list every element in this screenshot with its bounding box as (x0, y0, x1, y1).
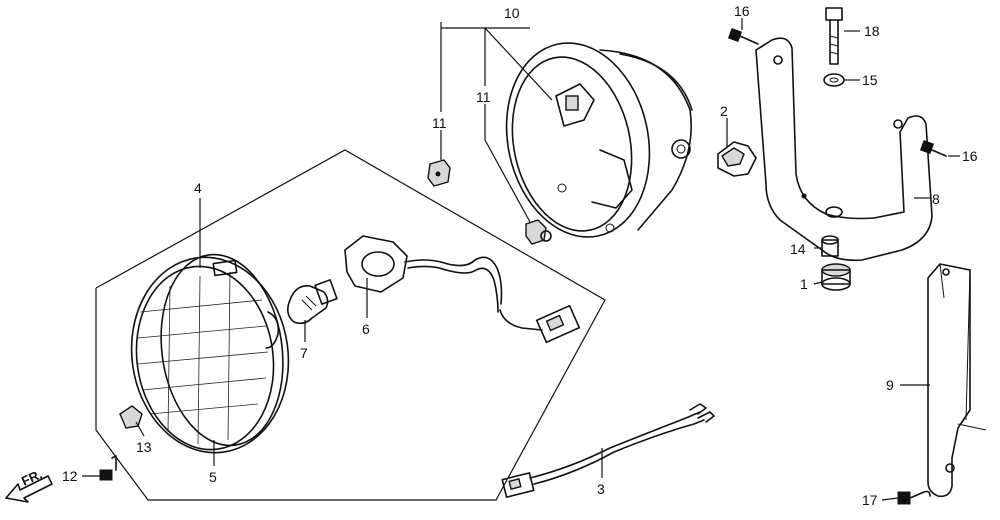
callout-labels: 10 11 11 16 18 15 2 16 8 14 1 9 4 5 7 6 … (62, 3, 978, 508)
callout-10: 10 (504, 5, 520, 21)
callout-18: 18 (864, 23, 880, 39)
wire-clamp (717, 141, 757, 177)
callout-5: 5 (209, 469, 217, 485)
callout-7: 7 (300, 345, 308, 361)
speed-nut-clip-lower (525, 219, 552, 245)
bolt-17 (897, 490, 931, 505)
collar-14 (821, 235, 839, 257)
callout-8: 8 (932, 191, 940, 207)
bolt-16-upper (727, 27, 759, 45)
callout-17: 17 (862, 492, 878, 508)
callout-2: 2 (720, 103, 728, 119)
callout-4: 4 (194, 180, 202, 196)
callout-15: 15 (862, 72, 878, 88)
callout-6: 6 (362, 321, 370, 337)
front-label: FR. (19, 467, 44, 489)
bolt-16-right (919, 139, 947, 157)
front-direction-arrow: FR. (5, 467, 53, 503)
washer-15 (823, 73, 845, 87)
bulb-socket-harness (344, 235, 581, 344)
headlight-stay-bracket (755, 37, 933, 262)
bolt-12 (99, 455, 117, 481)
callout-1: 1 (800, 276, 808, 292)
headlight-bulb (286, 279, 338, 325)
headlight-group-boundary (95, 149, 606, 501)
sub-wire-harness (501, 403, 715, 498)
headlight-lens-unit (130, 253, 290, 454)
callout-16-right: 16 (962, 148, 978, 164)
grommet-1 (821, 263, 851, 291)
speed-nut-clip-upper (427, 159, 451, 187)
callout-9: 9 (886, 377, 894, 393)
callout-13: 13 (136, 439, 152, 455)
nut-13 (119, 405, 143, 429)
callout-3: 3 (597, 481, 605, 497)
callout-12: 12 (62, 468, 78, 484)
callout-11-lower: 11 (476, 89, 491, 105)
lower-headlight-stay (927, 263, 987, 498)
callout-16-upper: 16 (734, 3, 750, 19)
callout-11-upper: 11 (432, 115, 447, 131)
bolt-18 (825, 7, 843, 65)
headlight-case (505, 42, 693, 238)
callout-14: 14 (790, 241, 806, 257)
leader-lines (82, 18, 960, 501)
